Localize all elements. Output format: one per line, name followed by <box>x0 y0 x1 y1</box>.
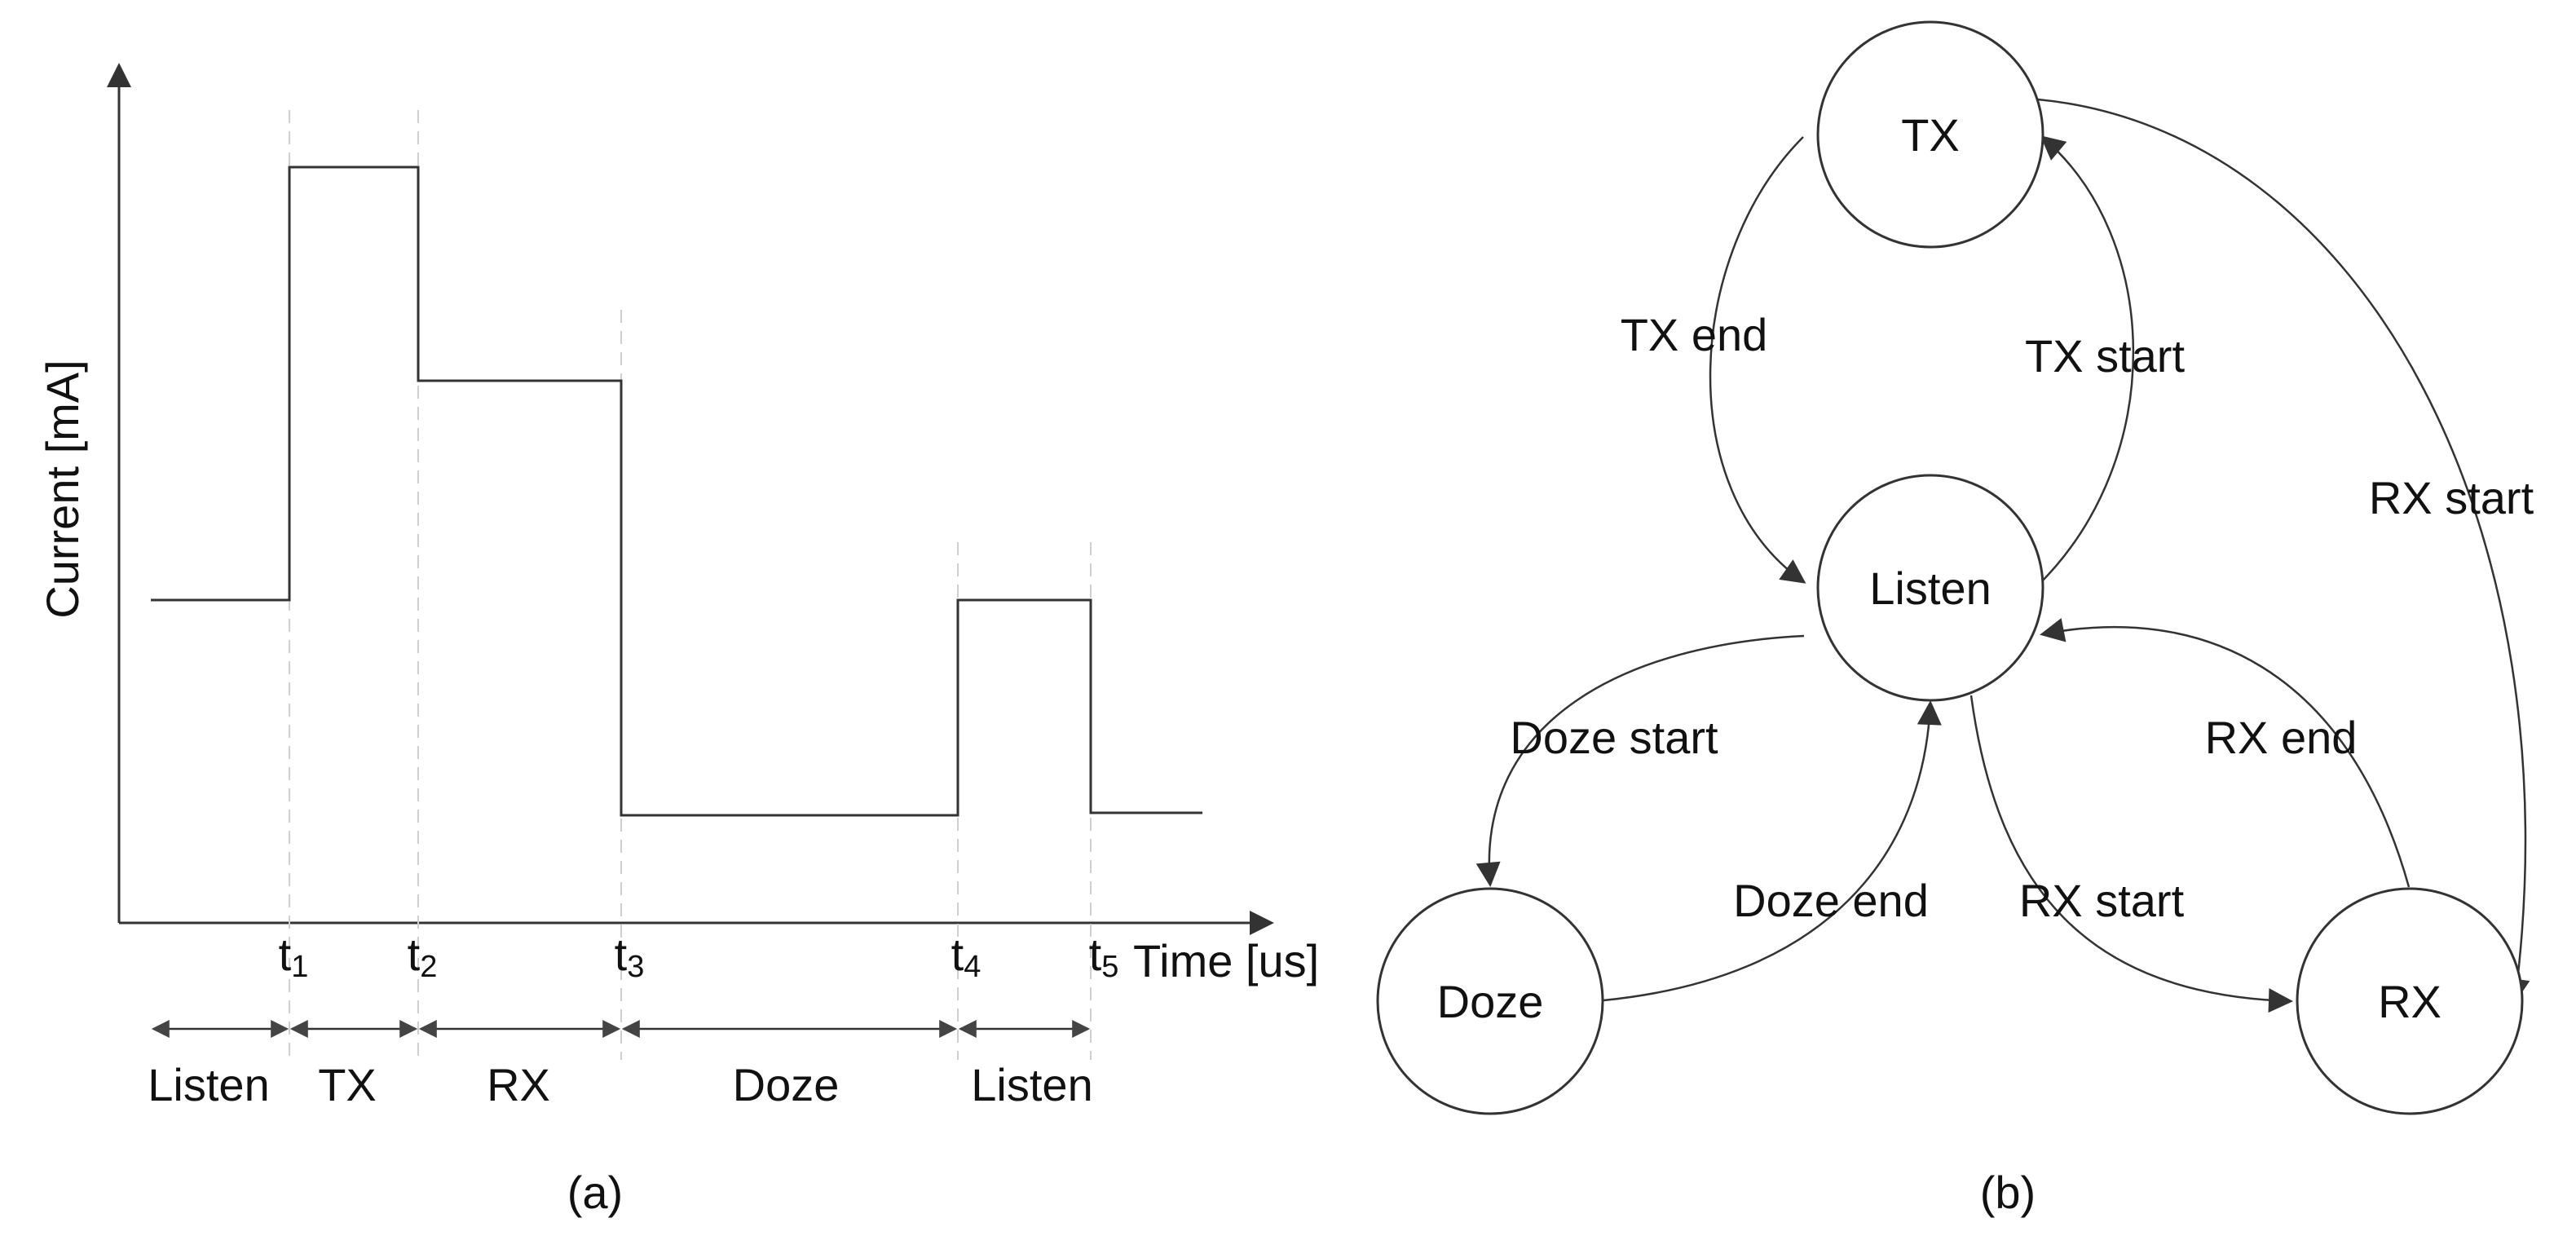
tick-label-t2: t2 <box>408 929 438 984</box>
edge-doze-start <box>1475 634 1805 887</box>
transition-label-tx-start: TX start <box>2025 330 2185 382</box>
edge-tx-to-rx-start <box>2037 98 2530 1004</box>
state-label-rx: RX <box>2378 976 2441 1027</box>
current-trace <box>151 166 1202 817</box>
edge-tx-end <box>1709 136 1806 584</box>
state-label-tx: TX <box>1901 109 1960 161</box>
interval-label-doze: Doze <box>733 1059 840 1110</box>
interval-label-tx: TX <box>318 1059 377 1110</box>
state-node-doze: Doze <box>1376 887 1604 1115</box>
tick-label-t1: t1 <box>279 929 309 984</box>
state-label-doze: Doze <box>1437 976 1544 1027</box>
y-axis-label: Current [mA] <box>37 360 88 618</box>
edge-rx-end <box>2040 618 2411 888</box>
interval-label-listen-2: Listen <box>971 1059 1092 1110</box>
interval-label-rx: RX <box>487 1059 550 1110</box>
transition-label-doze-end: Doze end <box>1733 875 1929 926</box>
transition-label-tx-end: TX end <box>1621 309 1768 360</box>
state-label-listen: Listen <box>1869 563 1991 614</box>
interval-label-listen-1: Listen <box>148 1059 269 1110</box>
transition-label-doze-start: Doze start <box>1510 712 1718 763</box>
transition-label-rx-start: RX start <box>2019 875 2185 926</box>
panel-a-timing-diagram: Current [mA] t1 t2 t3 t4 t5 Time [us] Li… <box>37 63 1319 1218</box>
tick-label-t4: t4 <box>951 929 981 984</box>
state-node-tx: TX <box>1816 20 2044 249</box>
state-node-listen: Listen <box>1816 474 2044 702</box>
edge-doze-end <box>1603 700 1942 1002</box>
edge-rx-start <box>1969 695 2293 1013</box>
caption-a: (a) <box>567 1167 623 1218</box>
transition-label-rx-end: RX end <box>2205 712 2358 763</box>
caption-b: (b) <box>1980 1167 2036 1218</box>
state-node-rx: RX <box>2296 887 2524 1115</box>
x-axis-label: Time [us] <box>1133 935 1319 986</box>
transition-label-rx-start-from-tx: RX start <box>2369 472 2534 523</box>
tick-label-t5: t5 <box>1089 929 1119 984</box>
tick-label-t3: t3 <box>615 929 645 984</box>
edge-tx-start <box>2037 135 2135 586</box>
panel-b-state-diagram: TX Listen Doze RX TX end TX start RX sta… <box>1376 20 2534 1218</box>
